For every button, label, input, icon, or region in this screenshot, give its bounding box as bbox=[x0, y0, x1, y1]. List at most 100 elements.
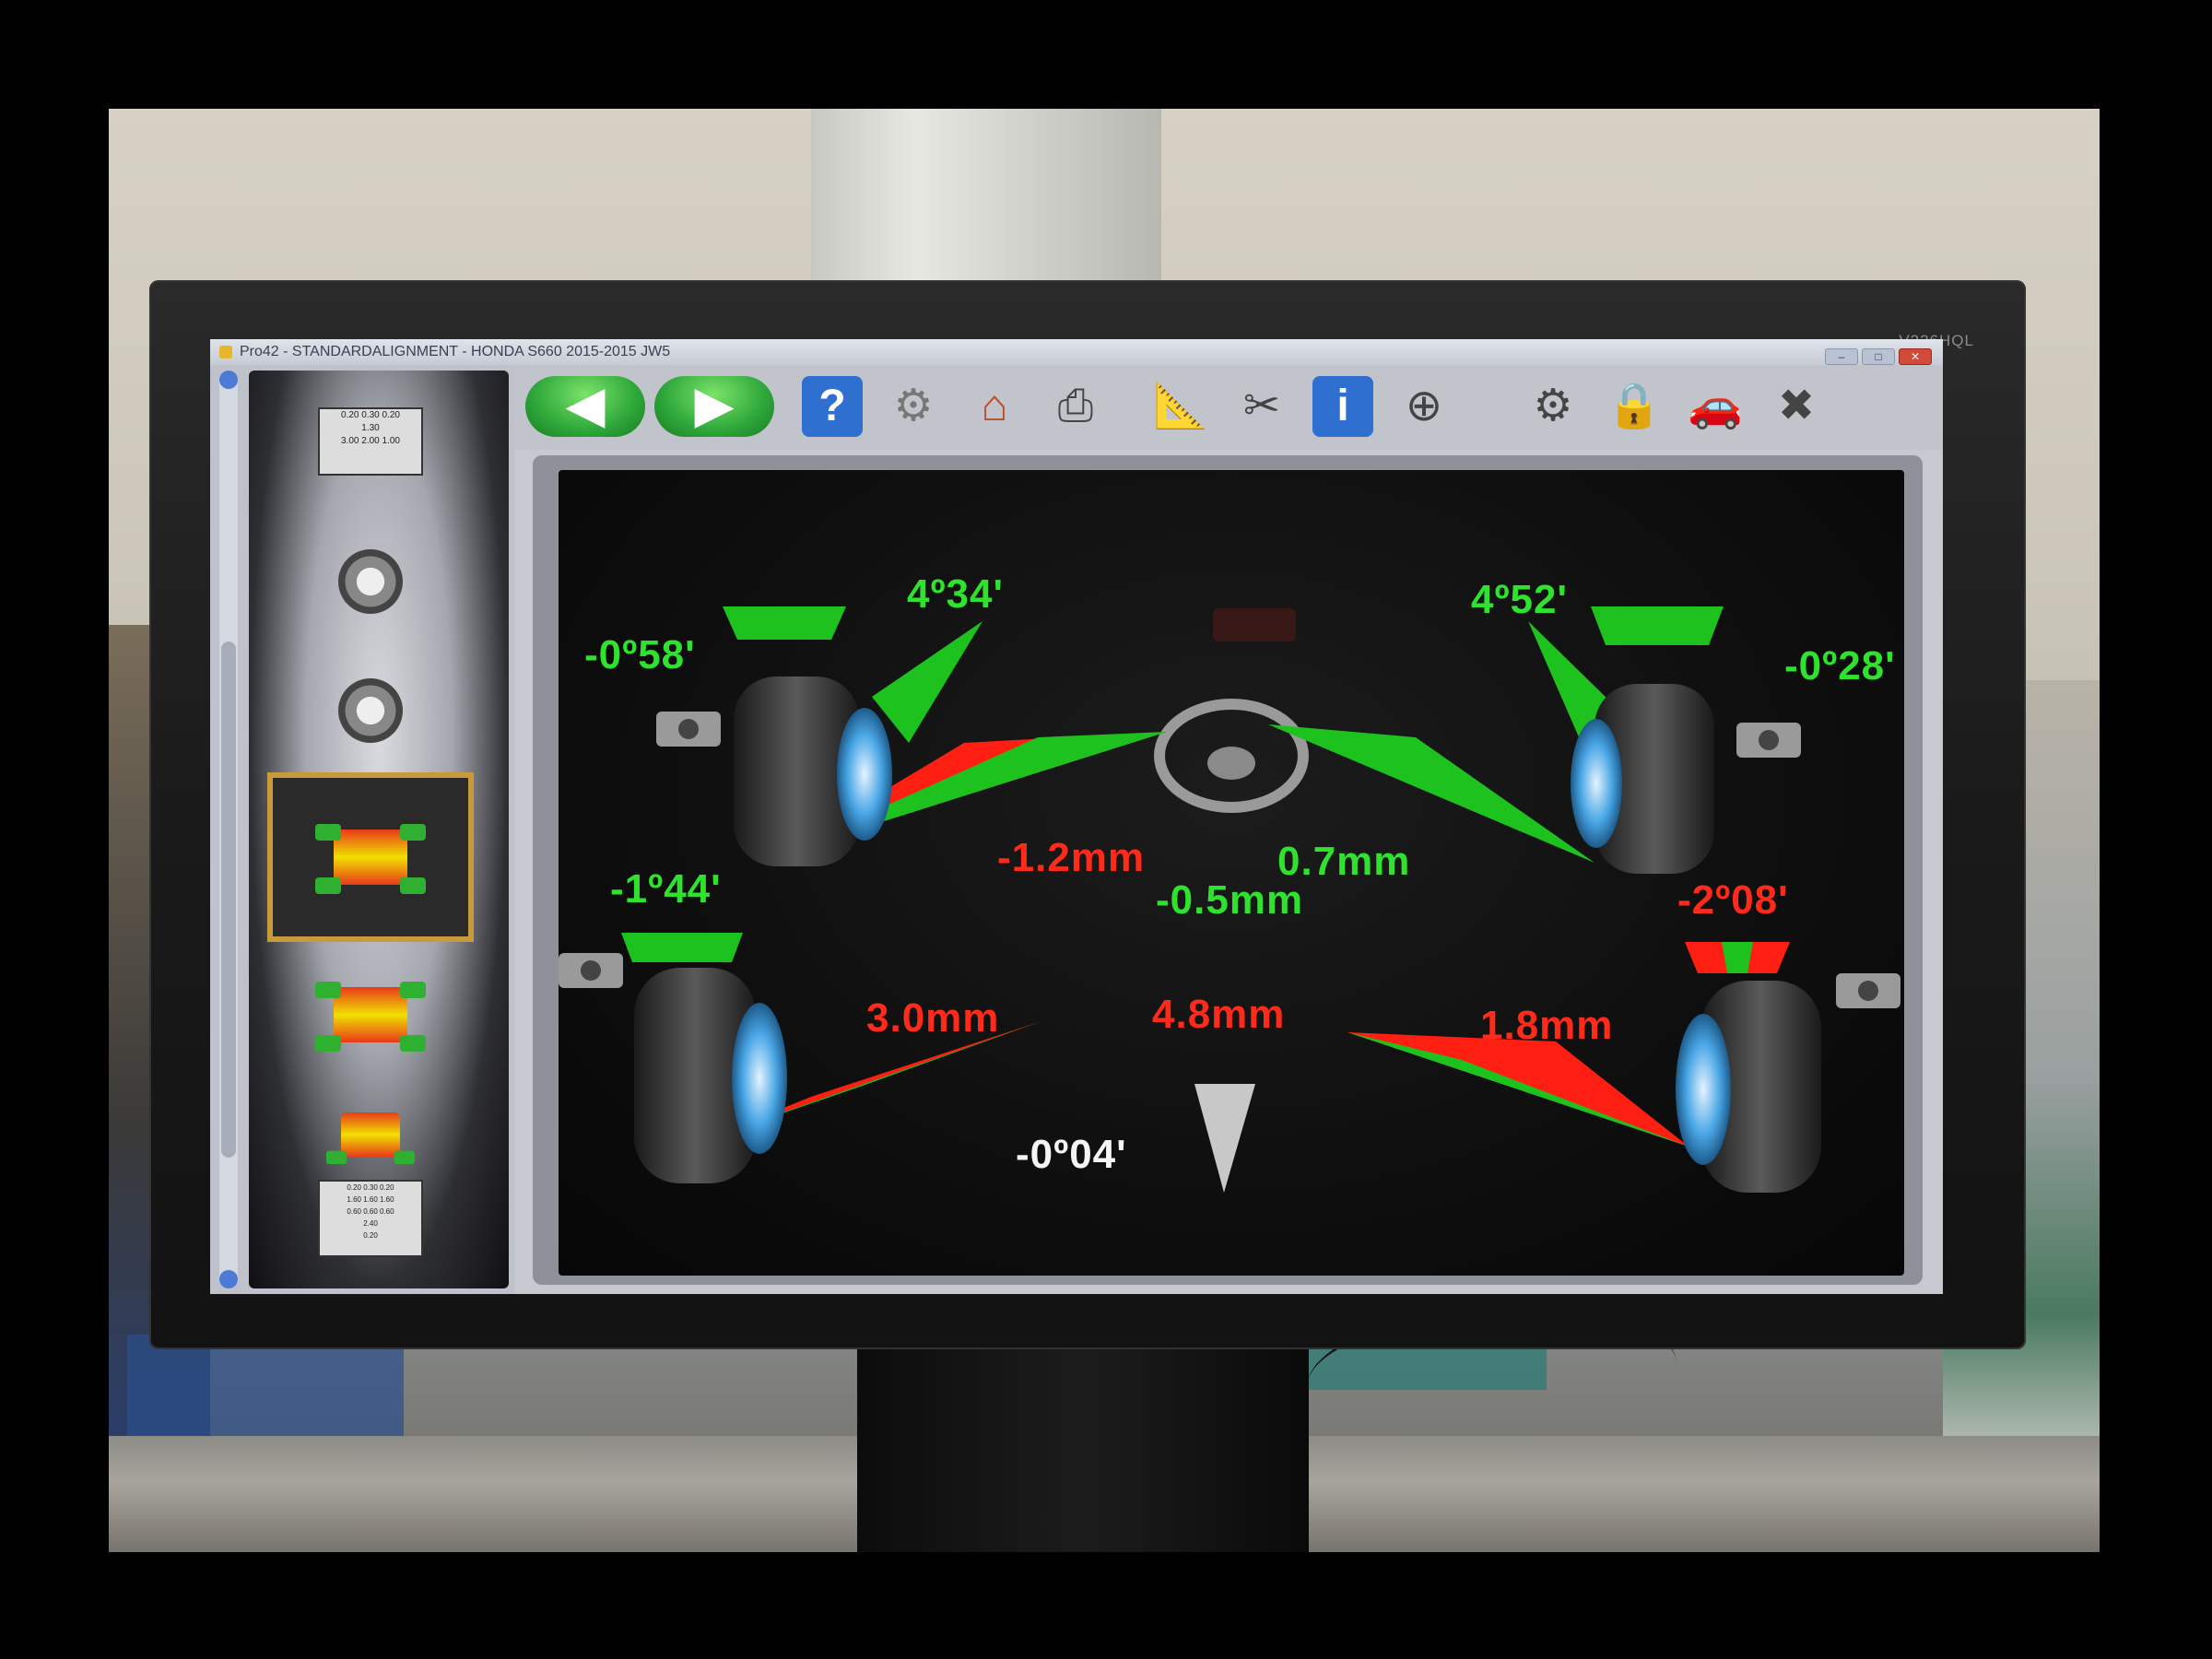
rear-left-camber-value: -1º44' bbox=[610, 866, 722, 912]
thrust-step[interactable] bbox=[269, 1065, 472, 1204]
app-icon bbox=[219, 345, 232, 359]
wrench-screwdriver-icon: ✂ bbox=[1242, 382, 1281, 430]
scroll-down-button[interactable] bbox=[219, 1270, 238, 1288]
arrow-left-icon: ◀ bbox=[525, 376, 645, 437]
printer-icon: ⎙ bbox=[1057, 382, 1094, 430]
rear-axle-car-icon bbox=[315, 978, 426, 1052]
thrust-car-icon bbox=[326, 1105, 415, 1164]
settings-button[interactable]: ⚙ bbox=[1523, 372, 1583, 441]
spec-table-icon: 0.20 0.30 0.20 1.30 3.00 2.00 1.00 bbox=[318, 407, 423, 476]
table-line: 0.20 bbox=[363, 1231, 378, 1240]
front-right-camber-fan bbox=[1591, 606, 1724, 645]
front-left-toe-value: -1.2mm bbox=[997, 835, 1146, 880]
toolbar: ◀ ▶ ? ⚙ ⌂ ⎙ 📐 ✂ i bbox=[514, 365, 1943, 450]
wheel-icon: ⚙ bbox=[893, 382, 934, 430]
front-left-caster-wedge bbox=[872, 621, 982, 743]
info-button[interactable]: i bbox=[1312, 372, 1373, 441]
rear-right-toe-wedge-spec bbox=[1347, 1032, 1688, 1147]
wheel-swing-icon bbox=[338, 678, 403, 743]
table-line: 1.60 1.60 1.60 bbox=[347, 1195, 394, 1204]
front-alignment-step[interactable] bbox=[267, 772, 474, 942]
car-silhouette-icon bbox=[1213, 608, 1296, 641]
front-right-toe-value: 0.7mm bbox=[1277, 839, 1411, 884]
front-right-caster-value: 4º52' bbox=[1471, 577, 1568, 622]
table-line: 0.60 0.60 0.60 bbox=[347, 1207, 394, 1216]
front-left-caster-value: 4º34' bbox=[907, 571, 1004, 617]
arrow-right-icon: ▶ bbox=[654, 376, 774, 437]
front-right-wheel bbox=[1571, 684, 1714, 874]
rear-left-camber-fan bbox=[621, 933, 743, 962]
camera-icon bbox=[656, 712, 721, 747]
table-line: 3.00 2.00 1.00 bbox=[341, 436, 400, 446]
procedure-sidebar: 0.20 0.30 0.20 1.30 3.00 2.00 1.00 bbox=[210, 365, 514, 1294]
alignment-graphic bbox=[559, 606, 1900, 1193]
rear-left-wheel bbox=[634, 968, 787, 1183]
help-button[interactable]: ? bbox=[802, 372, 863, 441]
background-box bbox=[127, 1335, 404, 1445]
camera-icon bbox=[559, 953, 623, 988]
lock-button[interactable]: 🔒 bbox=[1604, 372, 1665, 441]
print-button[interactable]: ⎙ bbox=[1045, 372, 1106, 441]
tools-button[interactable]: ✂ bbox=[1231, 372, 1292, 441]
zoom-button[interactable]: ⊕ bbox=[1394, 372, 1454, 441]
vehicle-info-icon: 🚗 bbox=[1688, 382, 1743, 430]
alignment-canvas: -0º58' 4º34' 4º52' -0º28' -1.2mm 0.7mm -… bbox=[559, 470, 1904, 1276]
info-icon: i bbox=[1312, 376, 1373, 437]
vehicle-button[interactable]: 🚗 bbox=[1685, 372, 1746, 441]
home-icon: ⌂ bbox=[981, 382, 1008, 430]
front-axle-car-icon bbox=[315, 820, 426, 894]
help-icon: ? bbox=[802, 376, 863, 437]
magnifier-icon: ⊕ bbox=[1405, 382, 1443, 430]
background-pillar bbox=[811, 109, 1161, 312]
table-line: 0.20 0.30 0.20 bbox=[341, 410, 400, 420]
camera-icon bbox=[1736, 723, 1801, 758]
measure-button[interactable]: 📐 bbox=[1150, 372, 1211, 441]
rear-right-wheel bbox=[1676, 981, 1821, 1193]
exit-button[interactable]: ✖ bbox=[1766, 372, 1827, 441]
rear-right-toe-value: 1.8mm bbox=[1480, 1003, 1614, 1048]
runout-step[interactable] bbox=[269, 512, 472, 651]
close-button[interactable]: ✕ bbox=[1899, 348, 1932, 365]
camera-icon bbox=[1836, 973, 1900, 1008]
lock-icon: 🔒 bbox=[1606, 382, 1662, 430]
sidebar-scroll-thumb[interactable] bbox=[221, 641, 236, 1158]
minimize-button[interactable]: – bbox=[1825, 348, 1858, 365]
measuring-tools-icon: 📐 bbox=[1153, 382, 1208, 430]
rear-right-camber-fan-spec bbox=[1722, 942, 1753, 973]
wheel-button[interactable]: ⚙ bbox=[883, 372, 944, 441]
caster-swing-step[interactable] bbox=[269, 641, 472, 780]
rear-total-toe-value: 4.8mm bbox=[1152, 992, 1286, 1037]
home-button[interactable]: ⌂ bbox=[964, 372, 1025, 441]
window-titlebar: Pro42 - STANDARDALIGNMENT - HONDA S660 2… bbox=[210, 339, 1943, 365]
summary-table-step[interactable]: 0.20 0.30 0.20 1.60 1.60 1.60 0.60 0.60 … bbox=[269, 1163, 472, 1274]
table-line: 0.20 0.30 0.20 bbox=[347, 1183, 394, 1192]
rear-alignment-step[interactable] bbox=[269, 946, 472, 1084]
front-right-caster-wedge bbox=[1528, 621, 1611, 739]
thrust-arrow bbox=[1194, 1084, 1255, 1193]
summary-table-icon: 0.20 0.30 0.20 1.60 1.60 1.60 0.60 0.60 … bbox=[318, 1180, 423, 1257]
front-left-camber-fan bbox=[723, 606, 846, 640]
front-right-camber-value: -0º28' bbox=[1784, 643, 1896, 688]
back-button[interactable]: ◀ bbox=[525, 372, 645, 441]
scroll-up-button[interactable] bbox=[219, 371, 238, 389]
wheel-runout-icon bbox=[338, 549, 403, 614]
alignment-display: -0º58' 4º34' 4º52' -0º28' -1.2mm 0.7mm -… bbox=[533, 455, 1923, 1285]
screen: Pro42 - STANDARDALIGNMENT - HONDA S660 2… bbox=[210, 339, 1943, 1294]
rear-right-camber-value: -2º08' bbox=[1677, 877, 1789, 923]
window-title: Pro42 - STANDARDALIGNMENT - HONDA S660 2… bbox=[240, 344, 671, 359]
thrust-angle-value: -0º04' bbox=[1016, 1132, 1127, 1177]
monitor-bezel: V226HQL Pro42 - STANDARDALIGNMENT - HOND… bbox=[149, 280, 2026, 1349]
exit-tools-icon: ✖ bbox=[1777, 382, 1816, 430]
forward-button[interactable]: ▶ bbox=[654, 372, 774, 441]
spec-table-step[interactable]: 0.20 0.30 0.20 1.30 3.00 2.00 1.00 bbox=[269, 372, 472, 511]
steering-wheel-icon bbox=[1154, 699, 1309, 813]
front-left-wheel bbox=[734, 677, 892, 866]
table-line: 2.40 bbox=[363, 1219, 378, 1228]
rear-left-toe-value: 3.0mm bbox=[866, 995, 1000, 1041]
gears-icon: ⚙ bbox=[1533, 382, 1573, 430]
front-left-camber-value: -0º58' bbox=[584, 632, 696, 677]
maximize-button[interactable]: □ bbox=[1862, 348, 1895, 365]
front-right-toe-wedge bbox=[1268, 724, 1594, 863]
table-line: 1.30 bbox=[361, 423, 380, 433]
front-total-toe-value: -0.5mm bbox=[1156, 877, 1304, 923]
